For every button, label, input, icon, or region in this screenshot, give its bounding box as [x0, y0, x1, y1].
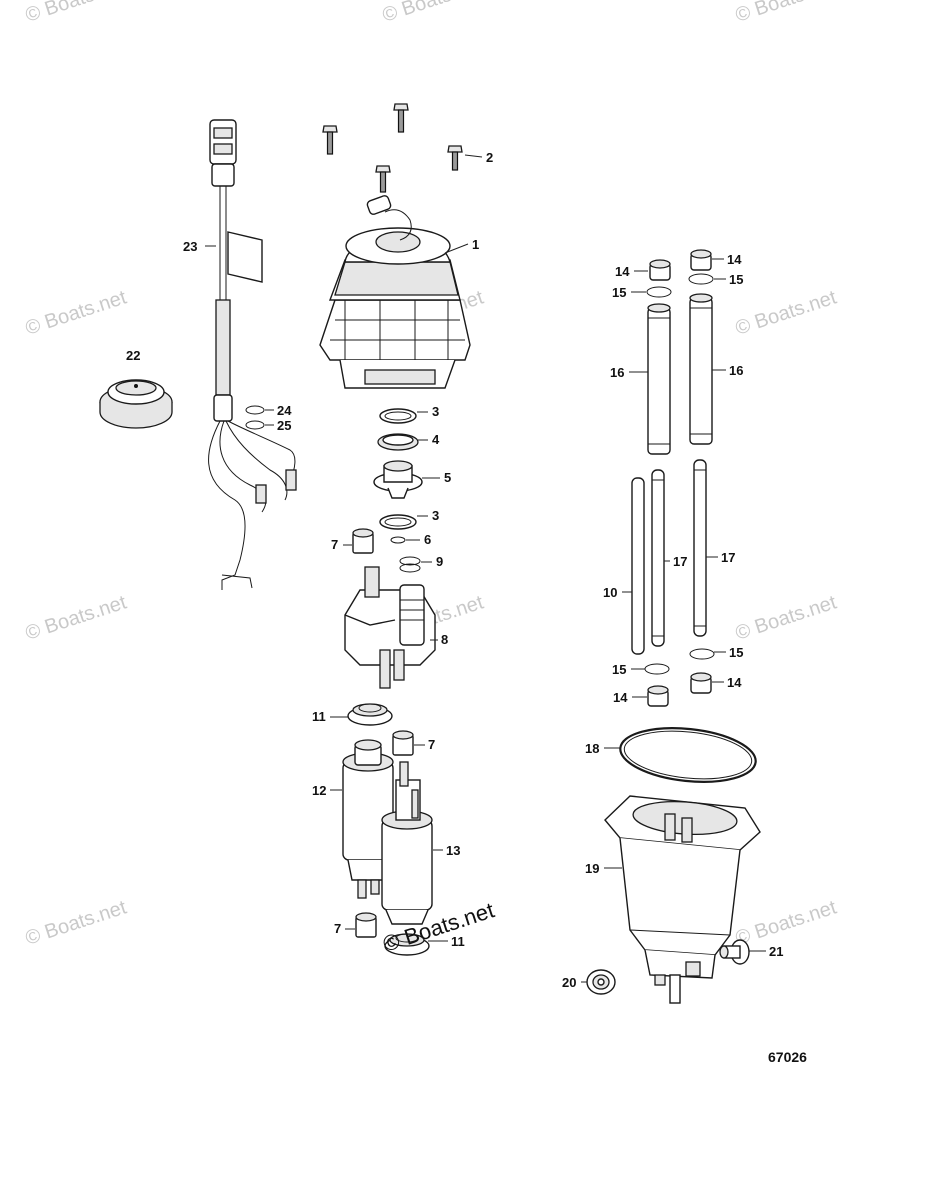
tube-caps-14-15-bottom — [644, 648, 715, 707]
pressure-regulator — [373, 460, 423, 499]
tubes-10-17 — [631, 459, 707, 655]
o-rings-24-25 — [245, 405, 265, 430]
fitting-21 — [719, 939, 750, 965]
fuel-bowl-19 — [604, 795, 761, 1004]
fitting-20 — [586, 969, 616, 995]
callout-12: 12 — [312, 783, 326, 798]
callout-17-left: 17 — [673, 554, 687, 569]
callout-19: 19 — [585, 861, 599, 876]
fuel-manifold — [344, 566, 436, 689]
callout-6: 6 — [424, 532, 431, 547]
bolts — [322, 103, 463, 193]
callout-8: 8 — [441, 632, 448, 647]
callout-15-bottom-left: 15 — [612, 662, 626, 677]
callout-13: 13 — [446, 843, 460, 858]
fuel-cooler-housing — [319, 195, 471, 389]
callout-3-upper: 3 — [432, 404, 439, 419]
callout-1: 1 — [472, 237, 479, 252]
tubes-16 — [647, 293, 713, 455]
callout-16-right: 16 — [729, 363, 743, 378]
callout-11-lower: 11 — [451, 934, 465, 949]
callout-numbers: 1 2 3 4 5 3 6 7 9 8 11 7 12 13 7 11 14 1… — [126, 150, 783, 990]
callout-9: 9 — [436, 554, 443, 569]
fuel-pump-13 — [381, 761, 433, 925]
callout-15-top-left: 15 — [612, 285, 626, 300]
diagram-id: 67026 — [768, 1049, 807, 1065]
watermark: © Boats.net — [733, 896, 840, 949]
callout-14-bottom-left: 14 — [613, 690, 628, 705]
callout-5: 5 — [444, 470, 451, 485]
cap-part — [99, 379, 173, 429]
callout-3-lower: 3 — [432, 508, 439, 523]
watermark: © Boats.net — [23, 896, 130, 949]
callout-10: 10 — [603, 585, 617, 600]
callout-15-top-right: 15 — [729, 272, 743, 287]
tube-caps-14-15-top — [646, 249, 714, 298]
seal-11-upper — [347, 703, 393, 726]
watermark: © Boats.net — [733, 286, 840, 339]
callout-25: 25 — [277, 418, 291, 433]
callout-18: 18 — [585, 741, 599, 756]
center-seals — [377, 408, 421, 573]
callout-23: 23 — [183, 239, 197, 254]
spacer-7-middle — [392, 730, 414, 756]
callout-24: 24 — [277, 403, 292, 418]
callout-21: 21 — [769, 944, 783, 959]
callout-2: 2 — [486, 150, 493, 165]
callout-7-upper: 7 — [331, 537, 338, 552]
large-seal-18 — [619, 727, 757, 783]
callout-15-bottom-right: 15 — [729, 645, 743, 660]
callout-14-top-right: 14 — [727, 252, 742, 267]
watermark: © Boats.net — [733, 0, 840, 27]
callout-17-right: 17 — [721, 550, 735, 565]
fuel-pump-12 — [342, 739, 394, 899]
watermark: © Boats.net — [23, 286, 130, 339]
leader-lines — [205, 154, 766, 983]
callout-20: 20 — [562, 975, 576, 990]
callout-11-upper: 11 — [312, 709, 326, 724]
callout-14-top-left: 14 — [615, 264, 630, 279]
seal-11-lower — [384, 933, 430, 956]
callout-14-bottom-right: 14 — [727, 675, 742, 690]
watermark: © Boats.net — [733, 591, 840, 644]
spacer-7-lower — [355, 912, 377, 938]
watermark: © Boats.net — [23, 591, 130, 644]
watermark: © Boats.net — [23, 0, 130, 27]
wiring-harness — [208, 119, 297, 590]
callout-16-left: 16 — [610, 365, 624, 380]
watermark: © Boats.net — [380, 0, 487, 27]
callout-7-lower: 7 — [334, 921, 341, 936]
callout-4: 4 — [432, 432, 440, 447]
callout-7-middle: 7 — [428, 737, 435, 752]
callout-22: 22 — [126, 348, 140, 363]
spacer-7-upper — [352, 528, 374, 554]
